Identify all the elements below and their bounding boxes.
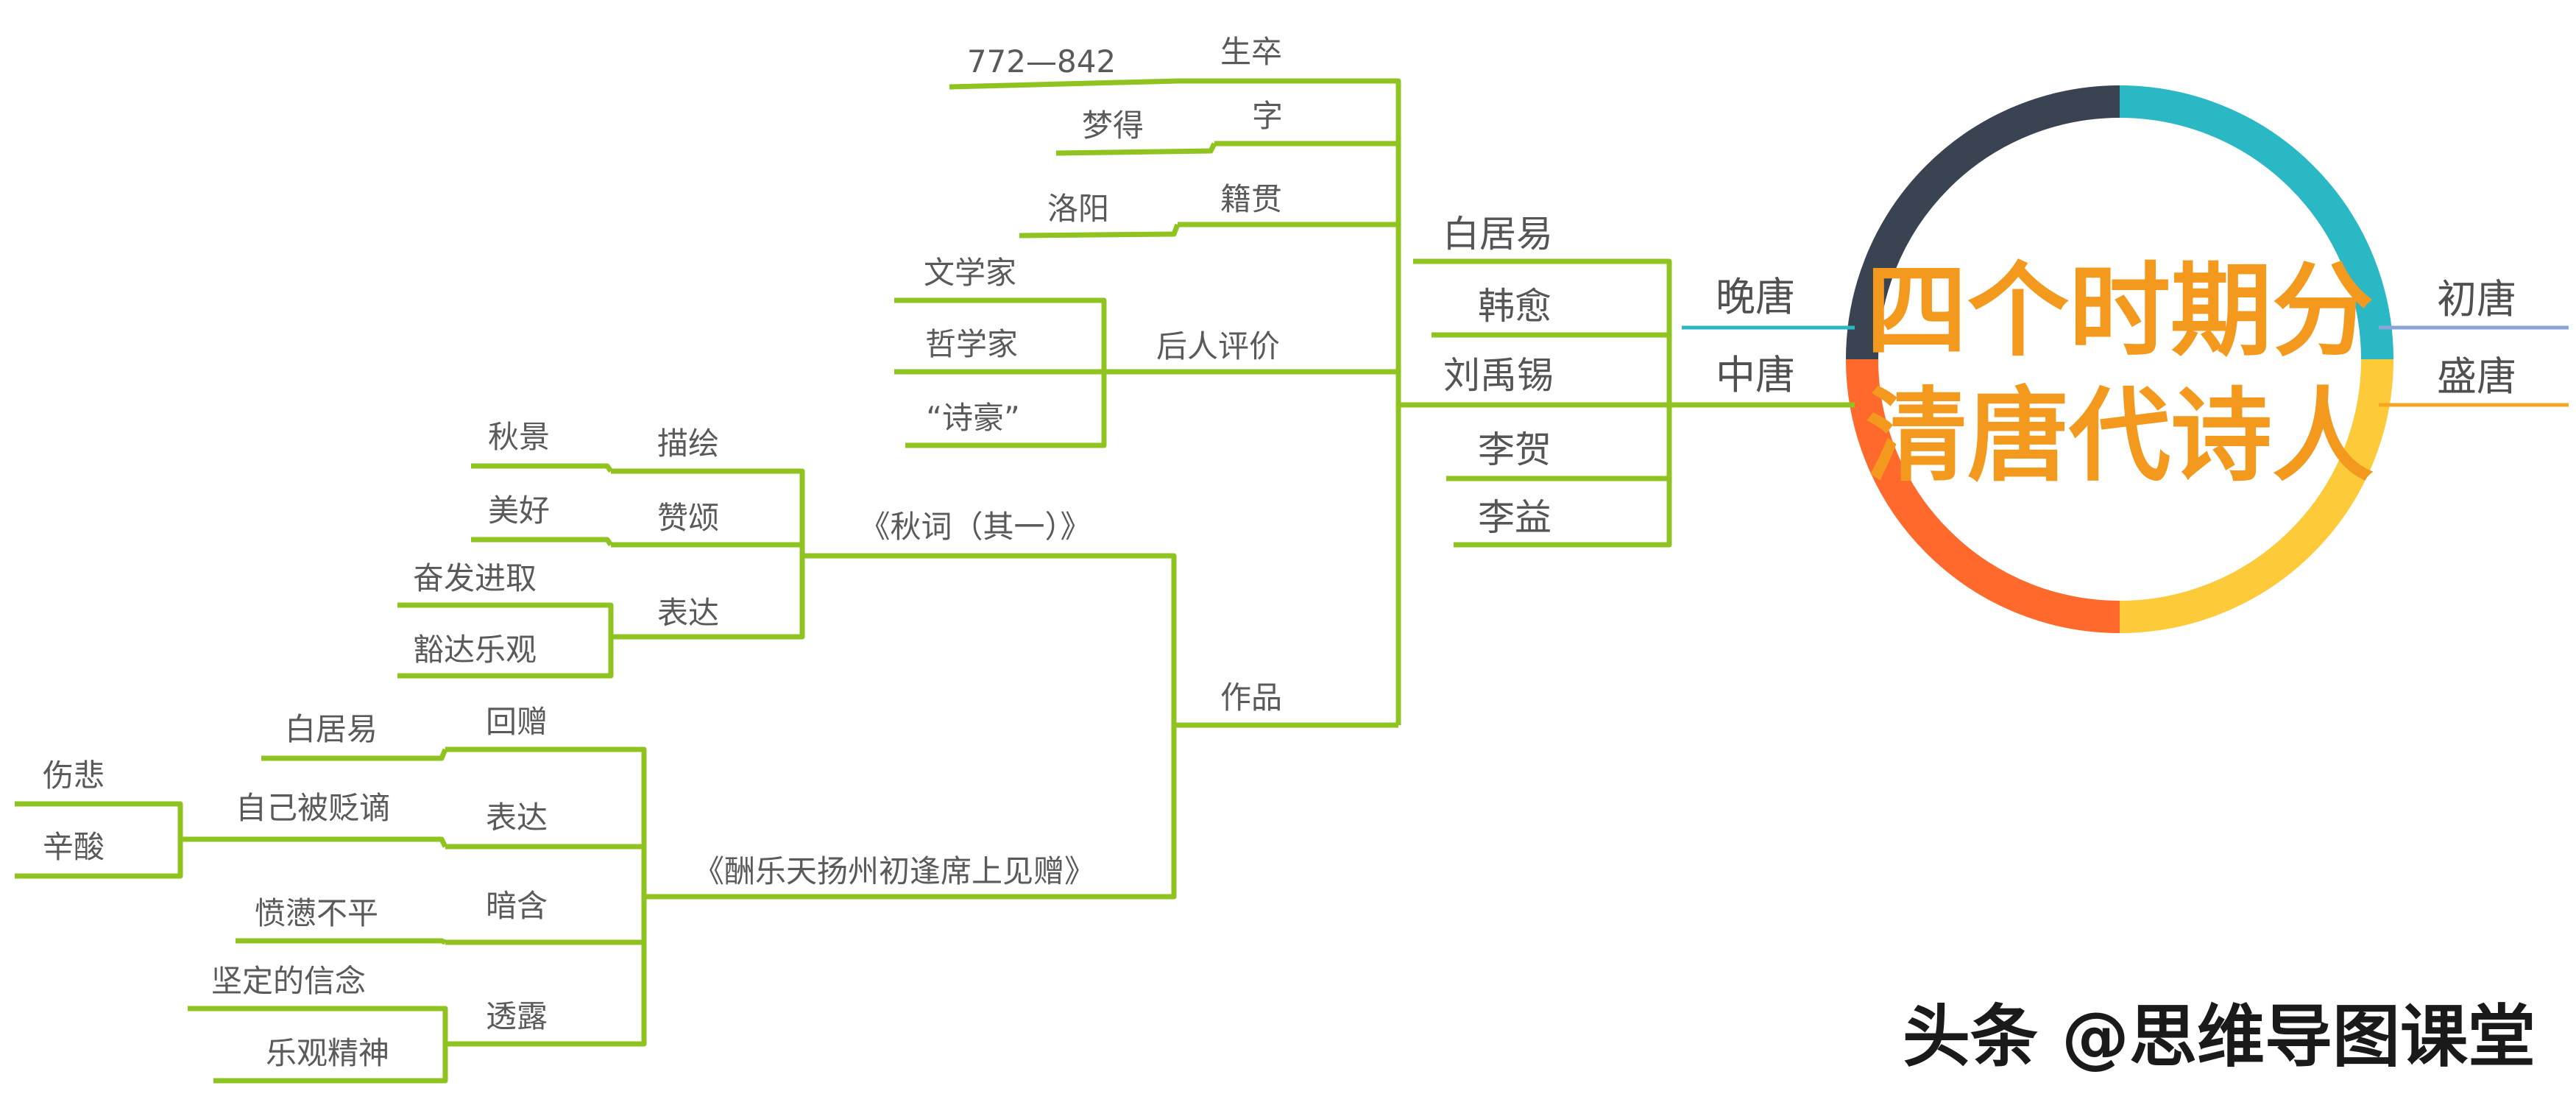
poet-bai-juyi[interactable]: 白居易 — [1443, 213, 1553, 255]
qiuci-biaoda-item-fenfa[interactable]: 奋发进取 — [413, 560, 537, 596]
poet-han-yu[interactable]: 韩愈 — [1478, 285, 1551, 328]
chou-biaoda-label[interactable]: 表达 — [486, 799, 548, 836]
chou-anhan-value[interactable]: 愤懑不平 — [255, 895, 378, 931]
attr-zi-label[interactable]: 字 — [1252, 98, 1283, 134]
pingjia-item-zhexuejia[interactable]: 哲学家 — [925, 326, 1018, 362]
chou-toulu-item-leguan[interactable]: 乐观精神 — [266, 1035, 389, 1071]
chou-biaoda-sub-shangbei[interactable]: 伤悲 — [43, 758, 105, 794]
ring-segment-orange — [1846, 359, 2120, 633]
watermark: 头条 @思维导图课堂 — [1903, 998, 2536, 1076]
attr-life-label[interactable]: 生卒 — [1220, 34, 1282, 70]
qiuci-zansong-label[interactable]: 赞颂 — [657, 500, 719, 536]
node-sheng-tang: 盛唐 — [2437, 353, 2516, 400]
pingjia-item-shihao[interactable]: “诗豪” — [926, 400, 1020, 436]
branch-chu-tang[interactable]: 初唐 — [2379, 276, 2569, 330]
center-title-line2: 清唐代诗人 — [1866, 377, 2374, 495]
node-chu-tang: 初唐 — [2437, 276, 2516, 322]
pingjia-item-wenxuejia[interactable]: 文学家 — [924, 255, 1016, 291]
work-qiuci-title[interactable]: 《秋词（其一）》 — [859, 509, 1091, 545]
attr-jiguan-value[interactable]: 洛阳 — [1047, 191, 1109, 227]
attr-zi-value[interactable]: 梦得 — [1082, 107, 1144, 144]
chou-huizeng-value[interactable]: 白居易 — [285, 711, 378, 747]
node-wan-tang: 晚唐 — [1716, 274, 1795, 320]
poet-liu-yuxi[interactable]: 刘禹锡 — [1443, 354, 1554, 397]
attr-pingjia-label[interactable]: 后人评价 — [1156, 328, 1280, 364]
attr-jiguan-label[interactable]: 籍贯 — [1220, 181, 1282, 217]
chou-biaoda-value[interactable]: 自己被贬谪 — [236, 790, 390, 826]
qiuci-biaoda-item-huoda[interactable]: 豁达乐观 — [413, 632, 537, 668]
ring-segment-yellow — [2119, 359, 2393, 633]
chou-biaoda-sub-xinsuan[interactable]: 辛酸 — [43, 829, 105, 865]
qiuci-miaohui-label[interactable]: 描绘 — [657, 426, 719, 462]
branch-zhong-tang[interactable]: 中唐 — [1669, 352, 1855, 408]
chou-anhan-label[interactable]: 暗含 — [486, 888, 548, 924]
chou-toulu-item-xinnian[interactable]: 坚定的信念 — [211, 963, 366, 999]
node-zhong-tang: 中唐 — [1716, 352, 1795, 398]
qiuci-miaohui-value[interactable]: 秋景 — [488, 419, 550, 455]
branch-sheng-tang[interactable]: 盛唐 — [2379, 353, 2569, 407]
branch-wan-tang[interactable]: 晚唐 — [1682, 274, 1855, 330]
qiuci-zansong-value[interactable]: 美好 — [488, 493, 550, 529]
center-title-line1: 四个时期分 — [1866, 252, 2374, 370]
chou-huizeng-label[interactable]: 回赠 — [486, 704, 548, 740]
ring-segment-teal — [2119, 85, 2393, 360]
work-chou-title[interactable]: 《酬乐天扬州初逢席上见赠》 — [693, 853, 1095, 889]
center-node[interactable]: 四个时期分 清唐代诗人 — [1846, 85, 2393, 633]
poet-li-yi[interactable]: 李益 — [1478, 496, 1551, 539]
works-label[interactable]: 作品 — [1220, 679, 1282, 716]
attr-life-value[interactable]: 772—842 — [967, 43, 1116, 80]
chou-toulu-label[interactable]: 透露 — [486, 998, 548, 1034]
poet-li-he[interactable]: 李贺 — [1478, 428, 1551, 471]
qiuci-biaoda-label[interactable]: 表达 — [657, 595, 719, 631]
ring-segment-navy — [1846, 85, 2120, 360]
